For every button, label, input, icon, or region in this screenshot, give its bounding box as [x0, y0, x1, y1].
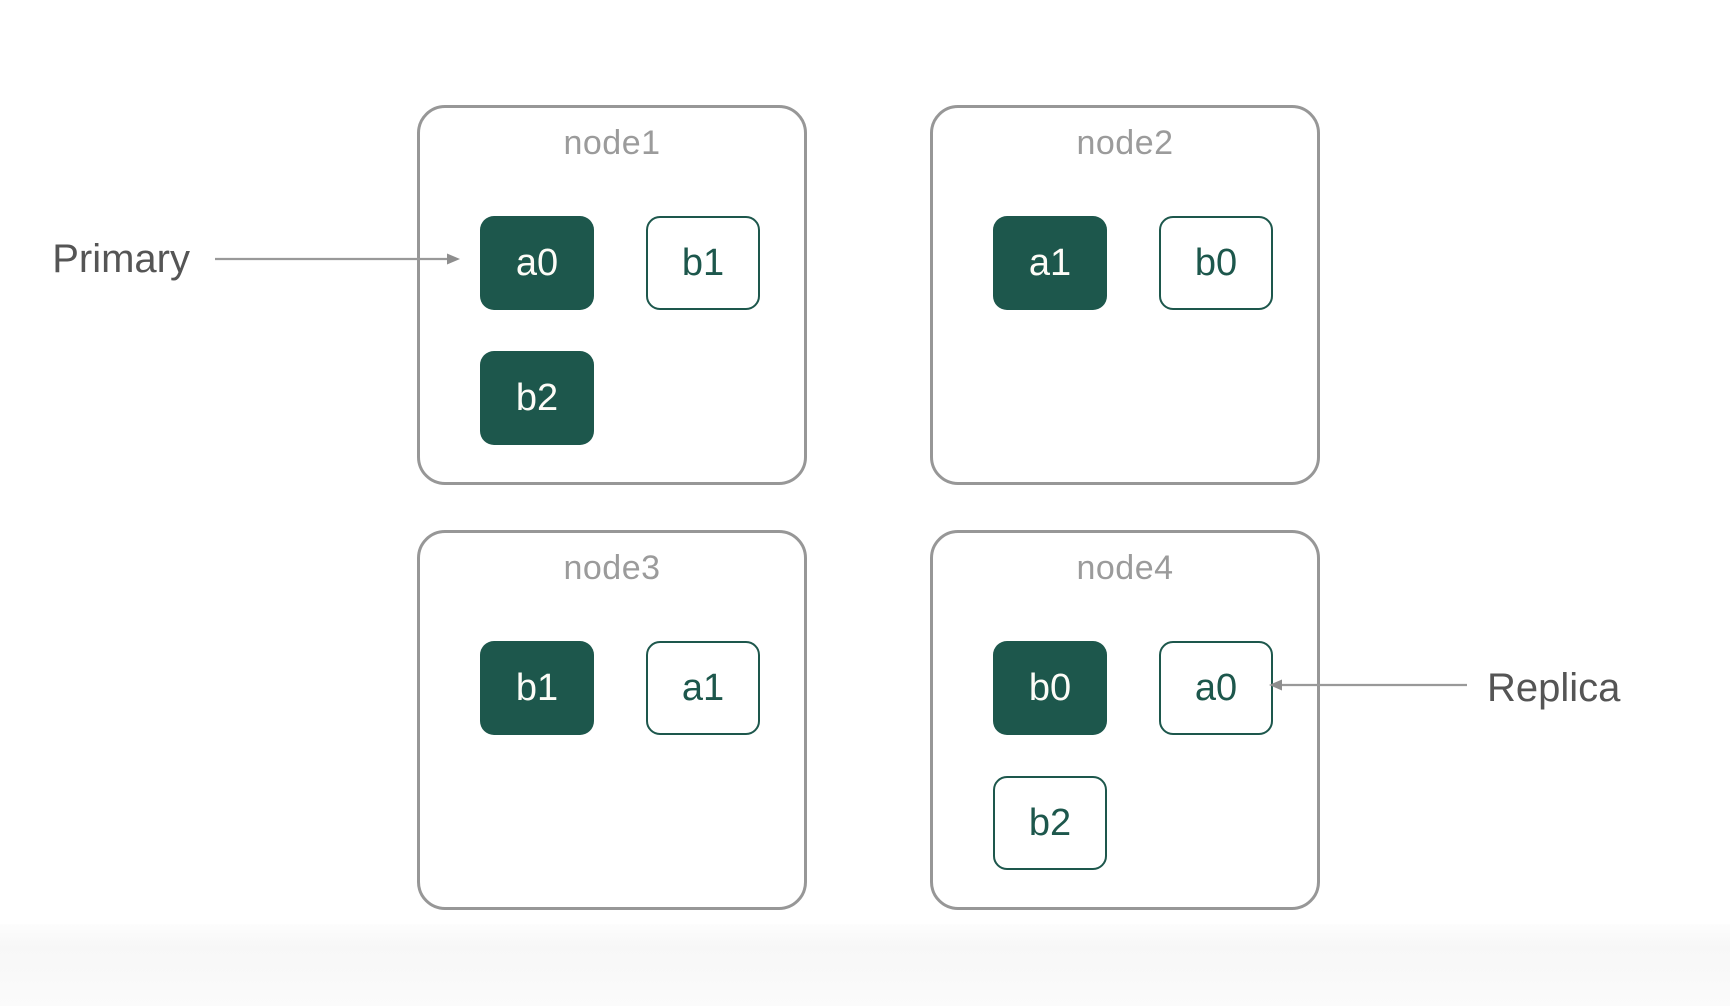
shard-a0: a0	[480, 216, 594, 310]
footer-strip	[0, 924, 1730, 1006]
node-box-node3: node3 b1 a1	[417, 530, 807, 910]
replica-arrow-icon	[1269, 679, 1467, 691]
shard-b2: b2	[480, 351, 594, 445]
shard-b2: b2	[993, 776, 1107, 870]
shard-b1: b1	[480, 641, 594, 735]
shard-b1: b1	[646, 216, 760, 310]
primary-annotation-label: Primary	[52, 237, 190, 281]
node-box-node4: node4 b0 a0 b2	[930, 530, 1320, 910]
shard-a0: a0	[1159, 641, 1273, 735]
primary-arrow-icon	[215, 253, 460, 265]
node-title: node4	[1076, 549, 1174, 587]
shard-b0: b0	[993, 641, 1107, 735]
node-box-node2: node2 a1 b0	[930, 105, 1320, 485]
shard-b0: b0	[1159, 216, 1273, 310]
node-title: node1	[563, 124, 661, 162]
shard-a1: a1	[646, 641, 760, 735]
replica-annotation-label: Replica	[1487, 666, 1621, 710]
shard-a1: a1	[993, 216, 1107, 310]
node-title: node3	[563, 549, 661, 587]
node-box-node1: node1 a0 b1 b2	[417, 105, 807, 485]
node-title: node2	[1076, 124, 1174, 162]
